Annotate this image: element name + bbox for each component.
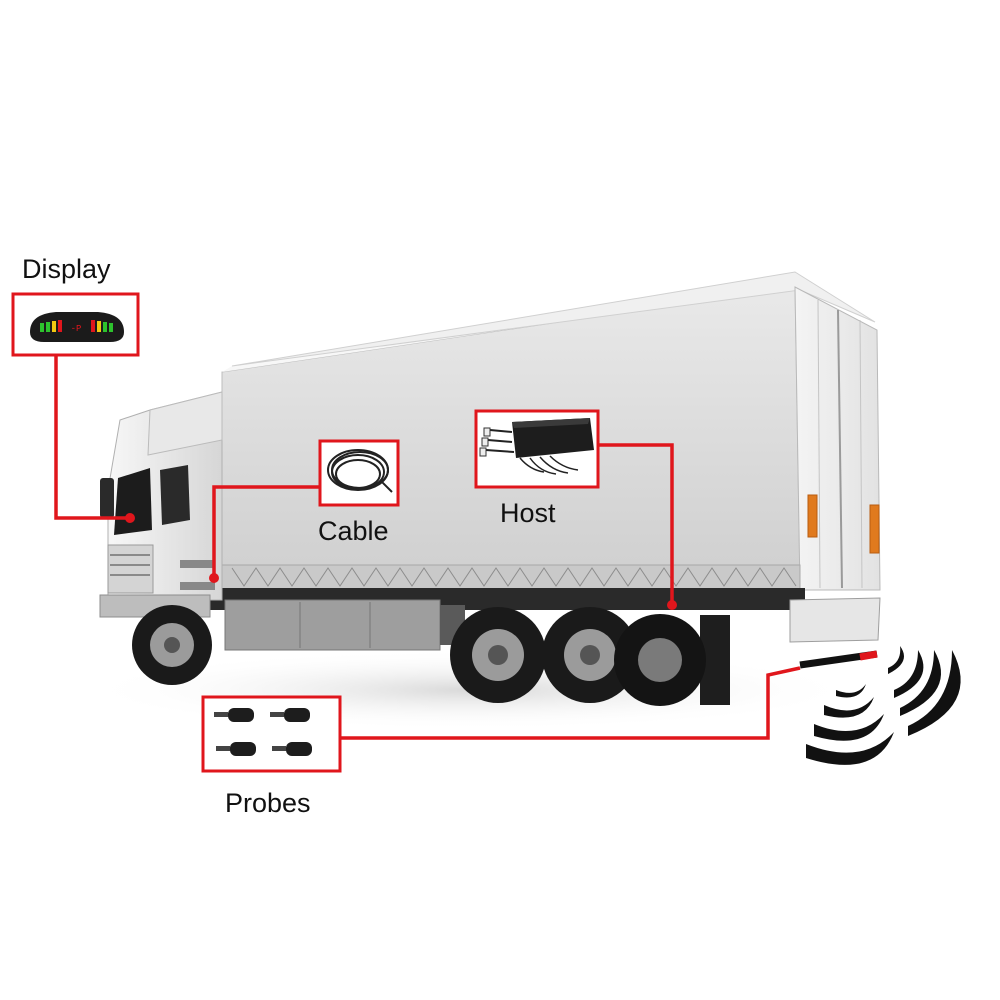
rear-wheel-1 [450, 607, 546, 703]
ultrasonic-wave-icon [806, 684, 894, 765]
host-connection-line [598, 443, 674, 605]
sensor-probe-icon [214, 708, 310, 722]
ultrasonic-wave-icon [888, 646, 961, 736]
probes-connection-line [340, 666, 801, 740]
cab-windshield [114, 468, 152, 535]
display-connection-line [54, 355, 130, 520]
display-label: Display [22, 254, 111, 284]
side-storage-box [224, 599, 441, 651]
rear-wheel-2 [542, 607, 638, 703]
rear-wheel-3 [614, 614, 706, 706]
host-connection-dot [667, 600, 677, 610]
truck-illustration [99, 271, 881, 706]
cable-connection-line [212, 485, 320, 578]
display-readout: -P [71, 324, 82, 334]
cab-side-window [160, 465, 190, 525]
display-connection-dot [125, 513, 135, 523]
sensor-probe-icon [216, 742, 312, 756]
rear-reflector-right [869, 504, 880, 554]
probes-callout-box [201, 695, 342, 773]
parking-display-icon: -P [30, 312, 124, 342]
front-wheel [132, 605, 212, 685]
host-label: Host [500, 498, 556, 528]
probes-label: Probes [225, 788, 311, 818]
control-box-icon [479, 418, 594, 475]
rear-reflector-left [807, 494, 818, 538]
connection-lines [54, 355, 801, 740]
cable-label: Cable [318, 516, 389, 546]
cable-connection-dot [209, 573, 219, 583]
rear-bumper [789, 597, 881, 643]
side-mirror [100, 478, 114, 518]
cable-coil-icon [327, 449, 393, 493]
